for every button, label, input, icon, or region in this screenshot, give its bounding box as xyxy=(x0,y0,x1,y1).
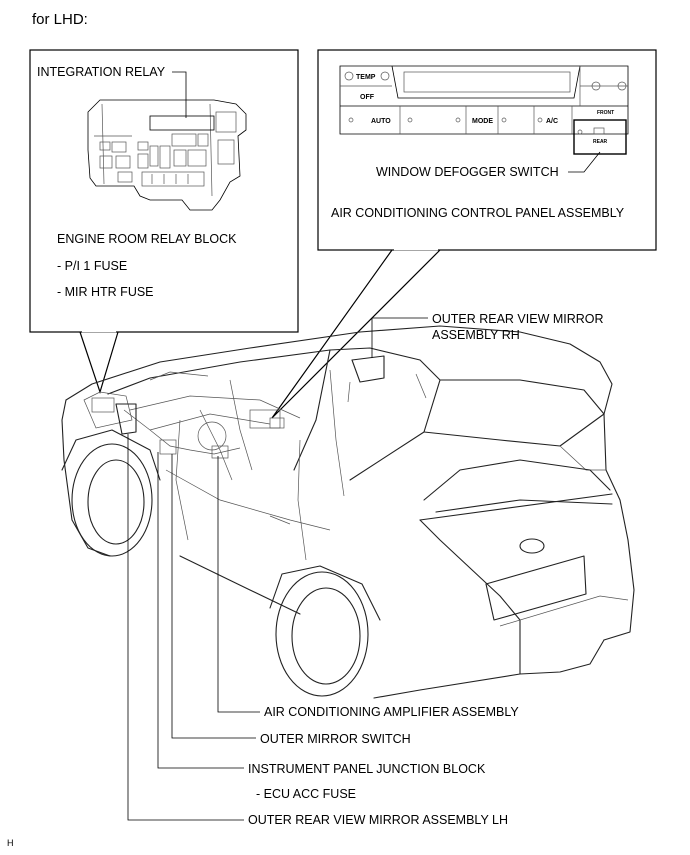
ac-control-panel-illustration: TEMP OFF AUTO MODE A/C FRONT REAR xyxy=(339,65,629,155)
rear-defogger-icon xyxy=(593,127,605,135)
mirror-switch-label: OUTER MIRROR SWITCH xyxy=(260,732,411,746)
ac-panel-name: AIR CONDITIONING CONTROL PANEL ASSEMBLY xyxy=(331,206,625,220)
ac-amplifier-label: AIR CONDITIONING AMPLIFIER ASSEMBLY xyxy=(264,705,519,719)
junction-block-callout: INSTRUMENT PANEL JUNCTION BLOCK - ECU AC… xyxy=(157,452,486,801)
mirror-rh-callout: OUTER REAR VIEW MIRROR ASSEMBLY RH xyxy=(371,312,604,358)
relay-fuse-2: - MIR HTR FUSE xyxy=(57,285,154,299)
auto-button-label: AUTO xyxy=(371,118,391,125)
mirror-rh-leader xyxy=(371,317,428,358)
outer-mirror-switch xyxy=(159,439,177,455)
temp-button-label: TEMP xyxy=(356,74,376,81)
mirror-switch-callout: OUTER MIRROR SWITCH xyxy=(171,454,411,746)
relay-fuse-1: - P/I 1 FUSE xyxy=(57,259,127,273)
integration-relay-leader xyxy=(172,71,187,118)
ac-callout-pointer xyxy=(271,249,441,419)
junction-block-leader xyxy=(157,452,244,769)
header-title: for LHD: xyxy=(32,11,88,28)
rear-defogger-label: REAR xyxy=(593,139,608,145)
mirror-rh-label-line2: ASSEMBLY RH xyxy=(432,328,520,342)
integration-relay-label: INTEGRATION RELAY xyxy=(37,65,166,79)
ac-panel-callout-frame xyxy=(317,49,657,251)
mode-button-label: MODE xyxy=(472,118,493,125)
relay-block-callout-frame xyxy=(29,49,299,333)
mirror-lh-leader xyxy=(127,434,244,821)
ac-amplifier-callout: AIR CONDITIONING AMPLIFIER ASSEMBLY xyxy=(217,456,519,719)
vehicle-illustration xyxy=(61,325,635,699)
off-button-label: OFF xyxy=(360,94,375,101)
ac-button-label: A/C xyxy=(546,118,558,125)
ac-panel-callout: TEMP OFF AUTO MODE A/C FRONT REAR WINDOW… xyxy=(271,49,657,419)
mirror-lh-label: OUTER REAR VIEW MIRROR ASSEMBLY LH xyxy=(248,813,508,827)
junction-fuse-label: - ECU ACC FUSE xyxy=(256,787,356,801)
mirror-lh xyxy=(115,403,137,435)
relay-block-callout: INTEGRATION RELAY xyxy=(29,49,299,394)
mirror-rh xyxy=(351,355,385,383)
defogger-switch-leader xyxy=(568,151,601,173)
relay-block-illustration xyxy=(87,99,247,211)
window-defogger-switch-label: WINDOW DEFOGGER SWITCH xyxy=(376,165,559,179)
mirror-rh-label-line1: OUTER REAR VIEW MIRROR xyxy=(432,312,604,326)
ac-amplifier xyxy=(211,445,229,459)
relay-callout-pointer xyxy=(79,331,119,394)
relay-block-name: ENGINE ROOM RELAY BLOCK xyxy=(57,232,237,246)
mirror-switch-leader xyxy=(171,454,256,739)
front-defogger-label: FRONT xyxy=(597,110,614,116)
ac-amplifier-leader xyxy=(217,456,260,713)
footer-mark: H xyxy=(7,838,14,848)
mirror-lh-callout: OUTER REAR VIEW MIRROR ASSEMBLY LH xyxy=(127,434,508,827)
junction-block-label: INSTRUMENT PANEL JUNCTION BLOCK xyxy=(248,762,486,776)
